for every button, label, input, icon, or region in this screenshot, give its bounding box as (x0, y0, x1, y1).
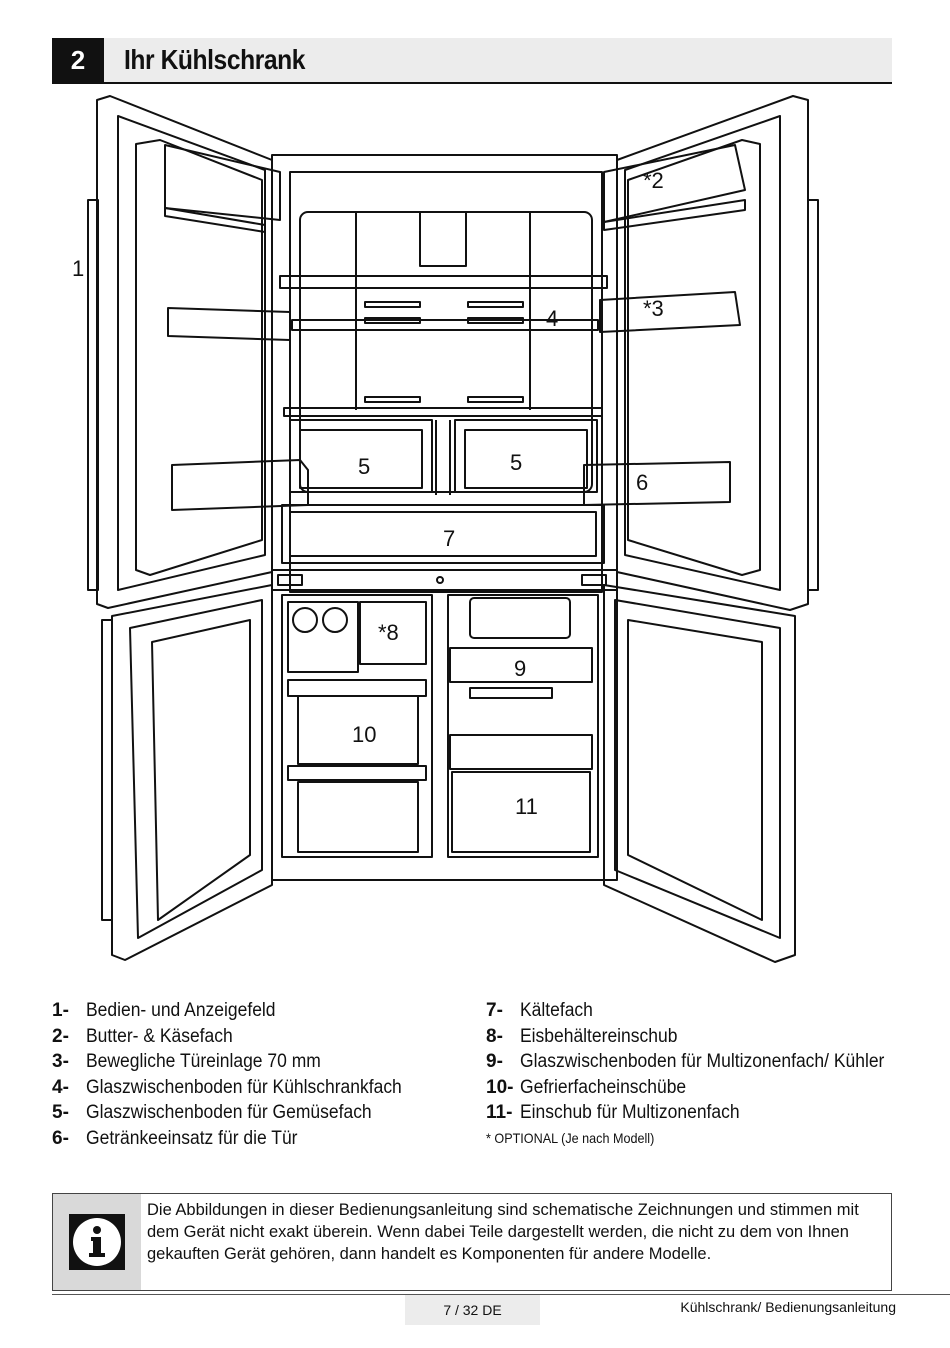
legend-item: 8-Eisbehältereinschub (486, 1025, 678, 1047)
optional-note: * OPTIONAL (Je nach Modell) (486, 1129, 655, 1146)
legend-item: 1-Bedien- und Anzeigefeld (52, 1000, 276, 1021)
callout-6: 6 (636, 470, 648, 495)
info-box: Die Abbildungen in dieser Bedienungsanle… (52, 1193, 892, 1291)
right-lower-door (603, 584, 796, 963)
fridge-illustration: 1 *2 *3 4 5 5 6 7 *8 9 10 11 (72, 95, 819, 963)
left-lower-door (101, 584, 273, 961)
legend-item: 10-Gefrierfacheinschübe (486, 1076, 687, 1098)
legend-item: 9-Glaszwischenboden für Multizonenfach/ … (486, 1051, 885, 1072)
section-title: Ihr Kühlschrank (124, 44, 305, 75)
legend-item: 2-Butter- & Käsefach (52, 1025, 233, 1047)
section-header: 2 Ihr Kühlschrank (52, 38, 892, 84)
callout-8: *8 (378, 620, 399, 645)
callout-4: 4 (546, 306, 558, 331)
document-title: Kühlschrank/ Bedienungsanleitung (680, 1299, 896, 1315)
legend-item: 7-Kältefach (486, 1000, 593, 1021)
info-text: Die Abbildungen in dieser Bedienungsanle… (147, 1201, 859, 1263)
legend-right: 7-Kältefach 8-Eisbehältereinschub 9-Glas… (486, 998, 916, 1151)
callout-7: 7 (443, 526, 455, 551)
legend-item: 4-Glaszwischenboden für Kühlschrankfach (52, 1076, 402, 1098)
callout-11: 11 (515, 794, 538, 819)
legend-item: 3-Bewegliche Türeinlage 70 mm (52, 1051, 321, 1072)
info-icon-cell (53, 1194, 141, 1290)
info-icon (69, 1214, 125, 1270)
callout-9: 9 (514, 656, 526, 681)
right-upper-door (583, 95, 819, 611)
callout-5b: 5 (510, 450, 522, 475)
callout-5a: 5 (358, 454, 370, 479)
legend-item: 11-Einschub für Multizonenfach (486, 1102, 740, 1123)
legend-item: 5-Glaszwischenboden für Gemüsefach (52, 1102, 372, 1123)
left-upper-door (87, 95, 309, 609)
callout-1: 1 (72, 256, 84, 281)
callout-2: *2 (643, 168, 664, 193)
callout-3: *3 (643, 296, 664, 321)
legend-item: 6-Getränkeeinsatz für die Tür (52, 1127, 298, 1149)
page-number: 7 / 32 DE (405, 1295, 540, 1325)
callout-10: 10 (352, 722, 376, 747)
fridge-cabinet (271, 154, 618, 881)
legend-left: 1-Bedien- und Anzeigefeld 2-Butter- & Kä… (52, 998, 429, 1151)
footer-divider (52, 1294, 950, 1295)
section-number: 2 (52, 38, 104, 82)
